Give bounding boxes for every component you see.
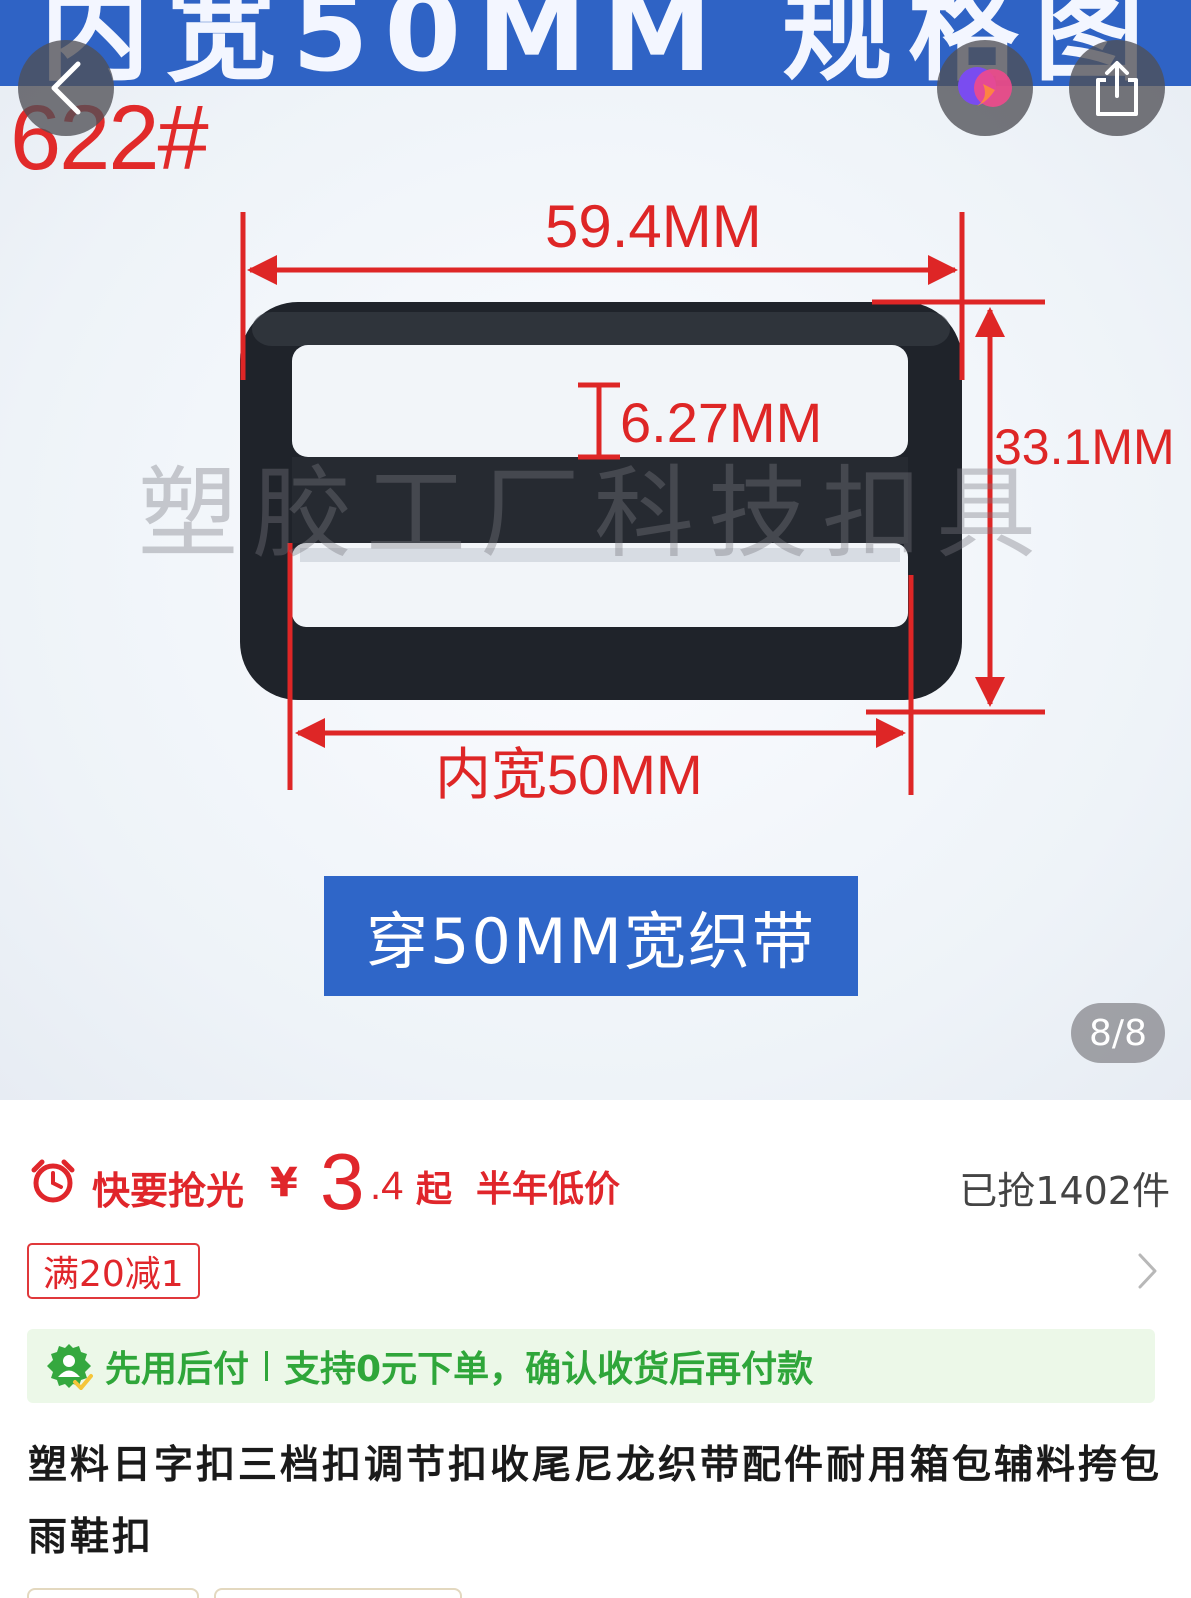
price-currency: ¥ xyxy=(270,1160,298,1206)
alarm-clock-icon xyxy=(31,1159,75,1203)
back-button[interactable] xyxy=(18,40,114,136)
watermark: 塑胶工厂科技扣具 xyxy=(138,455,1050,572)
price-decimal: .4 xyxy=(370,1164,404,1208)
share-button[interactable] xyxy=(1069,40,1165,136)
share-icon xyxy=(1096,61,1138,116)
page-indicator: 8/8 xyxy=(1071,1003,1165,1063)
product-title: 塑料日字扣三档扣调节扣收尾尼龙织带配件耐用箱包辅料挎包雨鞋扣 xyxy=(28,1443,1163,1560)
ai-assistant-icon xyxy=(958,67,1012,107)
webbing-label: 穿50MM宽织带 xyxy=(366,905,816,978)
dimension-inner-width: 内宽50MM xyxy=(435,743,703,806)
buckle-middle-bar xyxy=(292,457,908,543)
product-image-gallery[interactable]: 内宽50MM 规格图 622# xyxy=(0,0,1191,1100)
tag-stub xyxy=(27,1588,199,1598)
dimension-outer-height: 33.1MM xyxy=(994,419,1175,475)
pay-later-divider xyxy=(265,1351,269,1381)
pay-later-description: 支持0元下单，确认收货后再付款 xyxy=(284,1349,814,1390)
coupon-badge[interactable]: 满20减1 xyxy=(27,1243,200,1299)
price-row: 快要抢光 ¥ 3 .4 起 半年低价 已抢1402件 xyxy=(30,1137,1170,1226)
chevron-right-icon[interactable] xyxy=(1135,1251,1159,1291)
price-integer: 3 xyxy=(320,1137,365,1226)
price-suffix: 起 xyxy=(416,1169,453,1210)
flash-sale-label: 快要抢光 xyxy=(92,1169,245,1213)
pay-later-title: 先用后付 xyxy=(105,1349,250,1390)
dimension-total-width: 59.4MM xyxy=(545,193,762,260)
dimension-bar-height: 6.27MM xyxy=(620,391,823,454)
buckle-bottom-slot xyxy=(292,543,908,627)
buckle-diagram xyxy=(240,212,1045,795)
shield-user-icon xyxy=(47,1344,93,1390)
pay-later-banner[interactable]: 先用后付 支持0元下单，确认收货后再付款 xyxy=(27,1329,1155,1403)
sold-count: 已抢1402件 xyxy=(959,1169,1170,1213)
chevron-left-icon xyxy=(51,61,81,115)
webbing-banner: 穿50MM宽织带 xyxy=(324,876,858,996)
price-tag: 半年低价 xyxy=(476,1169,621,1210)
tag-stub xyxy=(214,1588,462,1598)
coupon-row[interactable]: 满20减1 xyxy=(27,1243,1167,1301)
ai-assistant-button[interactable] xyxy=(937,40,1033,136)
